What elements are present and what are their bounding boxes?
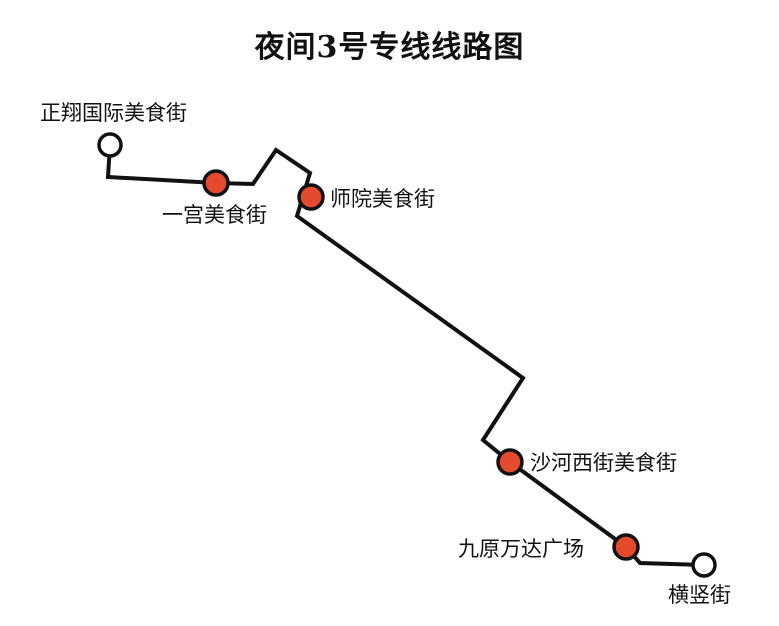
stop-marker-shiyuan[interactable] [297, 183, 325, 211]
stop-label-terminal-start: 正翔国际美食街 [40, 101, 187, 125]
stop-marker-jiuyuan-wanda[interactable] [612, 533, 640, 561]
stop-label-shahexijie: 沙河西街美食街 [530, 451, 677, 475]
stop-marker-shahexijie[interactable] [496, 448, 524, 476]
stop-label-shiyuan: 师院美食街 [330, 187, 435, 211]
stop-marker-yigong[interactable] [202, 169, 230, 197]
stop-label-yigong: 一宫美食街 [162, 203, 267, 227]
stop-label-terminal-end: 横竖街 [668, 583, 731, 607]
stop-marker-terminal-start[interactable] [97, 132, 123, 158]
stop-marker-terminal-end[interactable] [691, 552, 717, 578]
map-title: 夜间3号专线线路图 [254, 30, 525, 65]
stop-label-jiuyuan-wanda: 九原万达广场 [458, 537, 584, 561]
